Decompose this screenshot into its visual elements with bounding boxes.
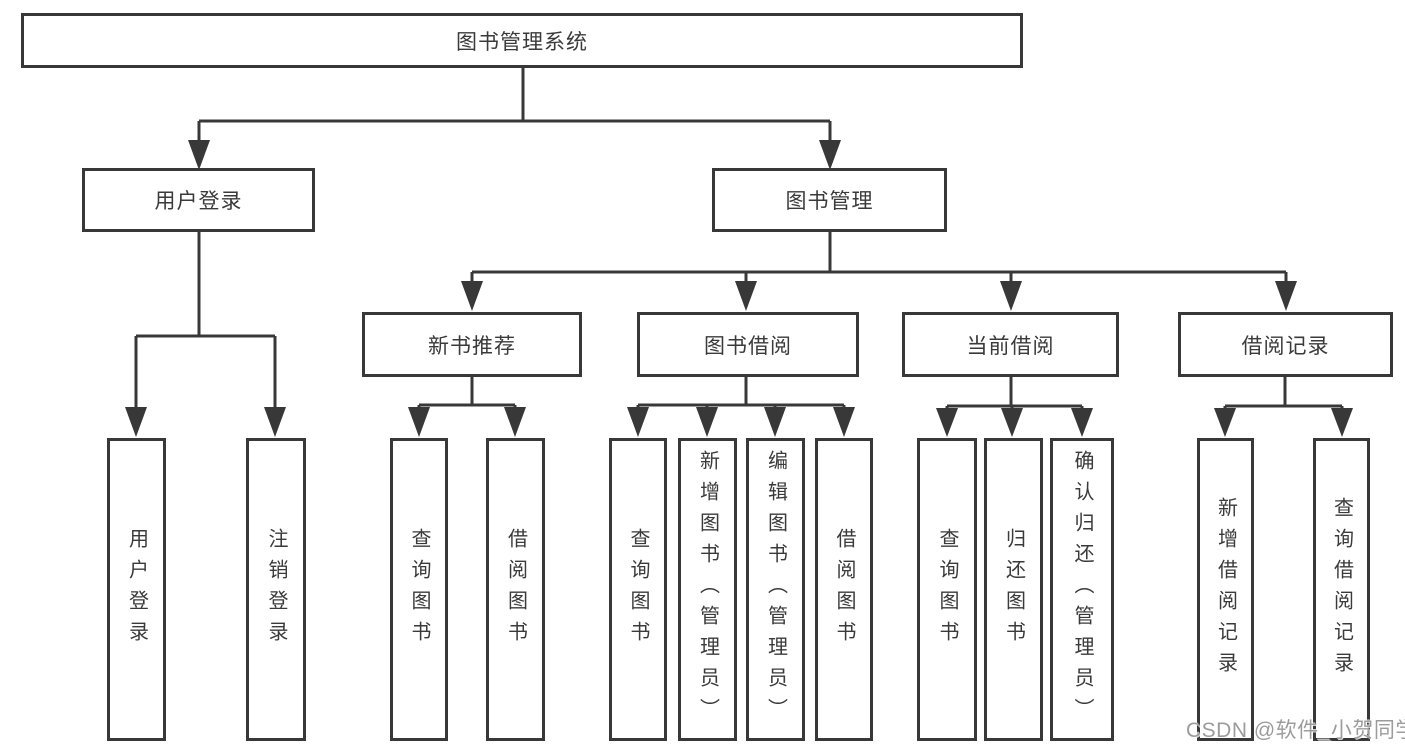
node-user-login-label: 用户登录 (154, 190, 243, 213)
node-book-management: 图书管理 (712, 168, 947, 232)
node-root: 图书管理系统 (21, 13, 1023, 68)
node-borrow-record-label: 借阅记录 (1241, 334, 1330, 358)
connector-book-management-to-level3 (461, 232, 1297, 311)
leaf-return-book-label: 归还图书 (1002, 527, 1025, 652)
leaf-add-borrow-record: 新增借阅记录 (1197, 438, 1254, 741)
connector-root-to-level2 (188, 68, 841, 170)
leaf-add-borrow-record-label: 新增借阅记录 (1214, 496, 1237, 683)
leaf-query-book-current-label: 查询图书 (936, 527, 958, 652)
leaf-confirm-return-admin: 确认归还（管理员） (1050, 438, 1114, 741)
watermark: CSDN @软件_小贺同学 (1186, 719, 1405, 742)
node-new-book-recommend-label: 新书推荐 (428, 334, 516, 358)
connector-new-book-recommend-to-leaves (408, 377, 526, 437)
node-current-borrow-label: 当前借阅 (966, 334, 1055, 358)
leaf-user-login-label: 用户登录 (125, 527, 148, 652)
node-user-login: 用户登录 (82, 168, 315, 232)
leaf-query-book-recommend: 查询图书 (390, 438, 448, 741)
leaf-edit-book-admin: 编辑图书（管理员） (746, 438, 805, 741)
leaf-query-book-borrow-label: 查询图书 (627, 527, 649, 652)
leaf-borrow-book-recommend: 借阅图书 (486, 438, 545, 741)
connector-user-login-to-leaves (125, 232, 286, 437)
leaf-query-borrow-record-label: 查询借阅记录 (1330, 496, 1353, 683)
leaf-borrow-book: 借阅图书 (815, 438, 873, 741)
leaf-logout-login: 注销登录 (246, 438, 306, 741)
leaf-add-book-admin-label: 新增图书（管理员） (696, 450, 719, 729)
leaf-logout-login-label: 注销登录 (265, 527, 287, 652)
leaf-add-book-admin: 新增图书（管理员） (678, 438, 737, 741)
leaf-query-book-current: 查询图书 (917, 438, 977, 741)
leaf-query-borrow-record: 查询借阅记录 (1313, 438, 1370, 741)
leaf-query-book-recommend-label: 查询图书 (408, 527, 430, 652)
leaf-return-book: 归还图书 (984, 438, 1043, 741)
leaf-query-book-borrow: 查询图书 (609, 438, 667, 741)
node-current-borrow: 当前借阅 (902, 312, 1119, 377)
node-book-management-label: 图书管理 (785, 190, 874, 213)
connector-borrow-record-to-leaves (1214, 377, 1353, 437)
node-book-borrow: 图书借阅 (637, 312, 859, 377)
leaf-borrow-book-recommend-label: 借阅图书 (504, 527, 527, 652)
node-book-borrow-label: 图书借阅 (704, 334, 792, 358)
connector-current-borrow-to-leaves (936, 377, 1093, 437)
node-new-book-recommend: 新书推荐 (362, 312, 582, 377)
leaf-edit-book-admin-label: 编辑图书（管理员） (764, 450, 787, 729)
node-root-label: 图书管理系统 (456, 30, 588, 54)
leaf-user-login: 用户登录 (107, 438, 166, 741)
leaf-confirm-return-admin-label: 确认归还（管理员） (1071, 450, 1093, 729)
connector-book-borrow-to-leaves (627, 377, 855, 437)
leaf-borrow-book-label: 借阅图书 (833, 527, 855, 652)
node-borrow-record: 借阅记录 (1178, 312, 1393, 377)
